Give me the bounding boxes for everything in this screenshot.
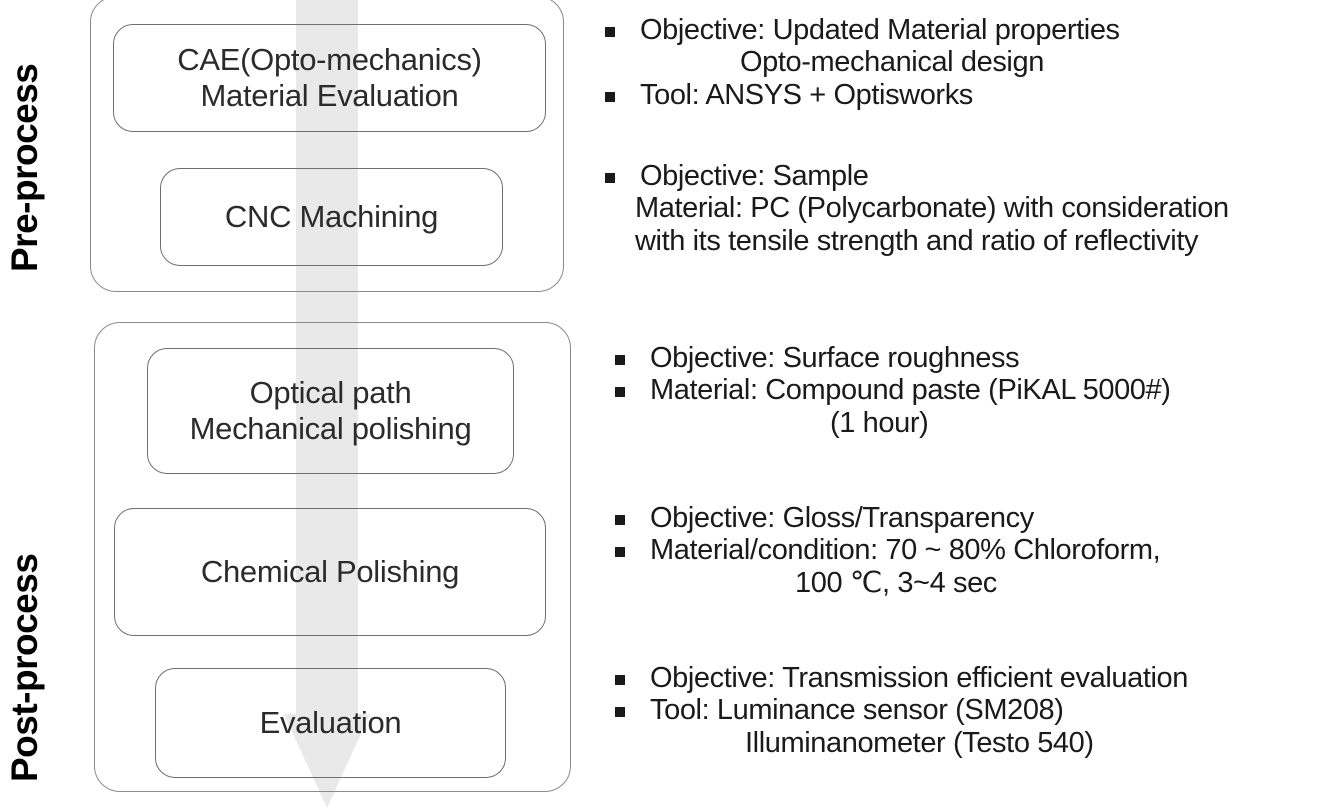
step-label-chemical-polishing: Chemical Polishing bbox=[200, 554, 460, 590]
description-text: Illuminanometer (Testo 540) bbox=[745, 726, 1094, 759]
square-bullet-icon bbox=[615, 707, 625, 718]
description-text: Opto-mechanical design bbox=[740, 46, 1044, 79]
continuation-line: Material: PC (Polycarbonate) with consid… bbox=[600, 192, 1322, 224]
description-text: with its tensile strength and ratio of r… bbox=[635, 224, 1199, 257]
description-text: Objective: Sample bbox=[640, 160, 869, 192]
continuation-line: Opto-mechanical design bbox=[600, 46, 1322, 78]
square-bullet-icon bbox=[615, 355, 625, 365]
square-bullet-icon bbox=[605, 27, 615, 37]
continuation-line: with its tensile strength and ratio of r… bbox=[600, 225, 1322, 257]
group-container-pre-process bbox=[90, 0, 564, 292]
group-container-post-process bbox=[94, 322, 571, 792]
description-text: Material/condition: 70 ~ 80% Chloroform, bbox=[650, 534, 1161, 567]
square-bullet-icon bbox=[615, 515, 625, 525]
description-text: (1 hour) bbox=[830, 406, 929, 439]
bullet-list-item: Material: Compound paste (PiKAL 5000#) bbox=[600, 374, 1322, 406]
step-label-evaluation: Evaluation bbox=[259, 705, 402, 741]
step-label-optical-path-mechanical-polishing: Optical path Mechanical polishing bbox=[189, 375, 472, 446]
description-text: Objective: Surface roughness bbox=[650, 342, 1020, 374]
continuation-line: Illuminanometer (Testo 540) bbox=[600, 727, 1322, 759]
description-text: Material: PC (Polycarbonate) with consid… bbox=[635, 192, 1229, 225]
bullet-list-item: Objective: Transmission efficient evalua… bbox=[600, 662, 1322, 694]
bullet-list-item: Objective: Updated Material properties bbox=[600, 14, 1322, 46]
step-box-chemical-polishing[interactable]: Chemical Polishing bbox=[114, 508, 546, 636]
square-bullet-icon bbox=[615, 547, 625, 558]
bullet-list-item: Objective: Gloss/Transparency bbox=[600, 502, 1322, 534]
stage-label-post-process: Post-process bbox=[4, 553, 45, 782]
bullet-list-item: Objective: Sample bbox=[600, 160, 1322, 192]
description-text: 100 ℃, 3~4 sec bbox=[795, 566, 997, 599]
square-bullet-icon bbox=[605, 91, 615, 102]
square-bullet-icon bbox=[605, 173, 615, 183]
stage-label-pre-process: Pre-process bbox=[4, 63, 45, 272]
bullet-list-item: Tool: ANSYS + Optisworks bbox=[600, 79, 1322, 111]
continuation-line: (1 hour) bbox=[600, 407, 1322, 439]
step-label-cnc-machining: CNC Machining bbox=[224, 199, 439, 235]
description-text: Material: Compound paste (PiKAL 5000#) bbox=[650, 374, 1171, 407]
step-box-evaluation[interactable]: Evaluation bbox=[155, 668, 506, 778]
step-box-optical-path-mechanical-polishing[interactable]: Optical path Mechanical polishing bbox=[147, 348, 514, 474]
step-label-cae-material-evaluation: CAE(Opto-mechanics) Material Evaluation bbox=[177, 42, 482, 113]
description-text: Objective: Gloss/Transparency bbox=[650, 502, 1034, 534]
description-text: Tool: ANSYS + Optisworks bbox=[640, 78, 973, 111]
bullet-list-item: Tool: Luminance sensor (SM208) bbox=[600, 694, 1322, 726]
description-text: Tool: Luminance sensor (SM208) bbox=[650, 694, 1064, 727]
square-bullet-icon bbox=[615, 675, 625, 685]
step-box-cnc-machining[interactable]: CNC Machining bbox=[160, 168, 503, 266]
bullet-list-item: Objective: Surface roughness bbox=[600, 342, 1322, 374]
description-group-evaluation: Objective: Transmission efficient evalua… bbox=[600, 662, 1322, 759]
bullet-list-item: Material/condition: 70 ~ 80% Chloroform, bbox=[600, 534, 1322, 566]
description-text: Objective: Updated Material properties bbox=[640, 14, 1120, 46]
square-bullet-icon bbox=[615, 387, 625, 398]
continuation-line: 100 ℃, 3~4 sec bbox=[600, 567, 1322, 599]
step-box-cae-material-evaluation[interactable]: CAE(Opto-mechanics) Material Evaluation bbox=[113, 24, 546, 132]
description-text: Objective: Transmission efficient evalua… bbox=[650, 662, 1188, 694]
